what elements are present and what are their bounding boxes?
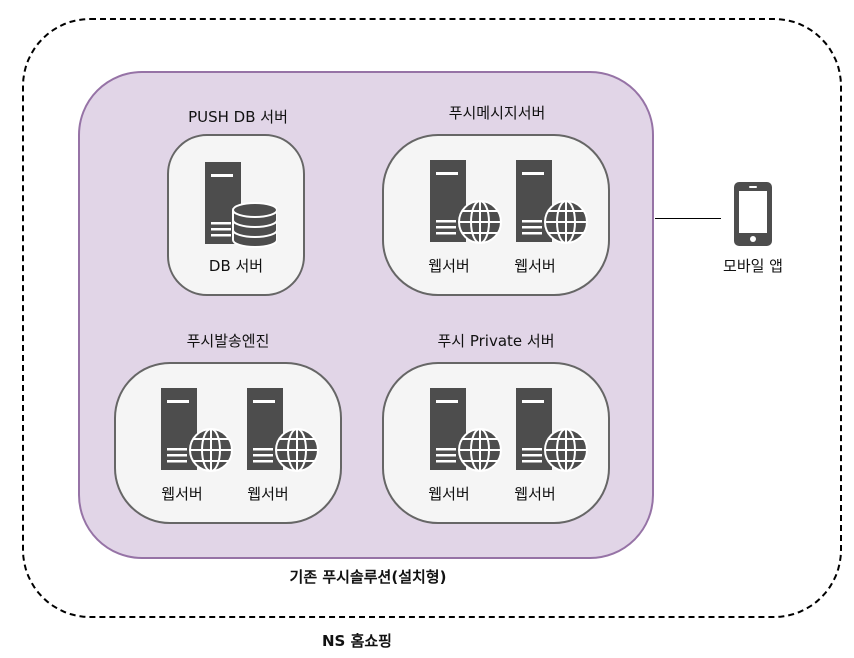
mobile-app-label: 모바일 앱 [723,257,783,275]
web-server-label: 웹서버 [428,485,470,503]
connector-line [655,218,721,219]
database-server-icon [205,162,277,248]
web-server-globe-icon [430,388,502,472]
db-server-label: DB 서버 [208,257,264,275]
web-server-globe-icon [516,160,588,244]
web-server-label: 웹서버 [514,485,556,503]
web-server-globe-icon [516,388,588,472]
web-server-label: 웹서버 [161,485,203,503]
web-server-globe-icon [430,160,502,244]
web-server-label: 웹서버 [247,485,289,503]
smartphone-icon [734,182,772,246]
push-db-group-title: PUSH DB 서버 [188,108,288,126]
message-group-title: 푸시메시지서버 [448,104,546,122]
engine-group-title: 푸시발송엔진 [186,332,270,350]
web-server-label: 웹서버 [514,257,556,275]
web-server-globe-icon [161,388,233,472]
private-group-title: 푸시 Private 서버 [437,332,555,350]
web-server-globe-icon [247,388,319,472]
outer-boundary-label: NS 홈쇼핑 [322,632,392,650]
solution-label: 기존 푸시솔루션(설치형) [289,568,447,586]
ns-homeshopping-boundary [22,18,842,618]
web-server-label: 웹서버 [428,257,470,275]
